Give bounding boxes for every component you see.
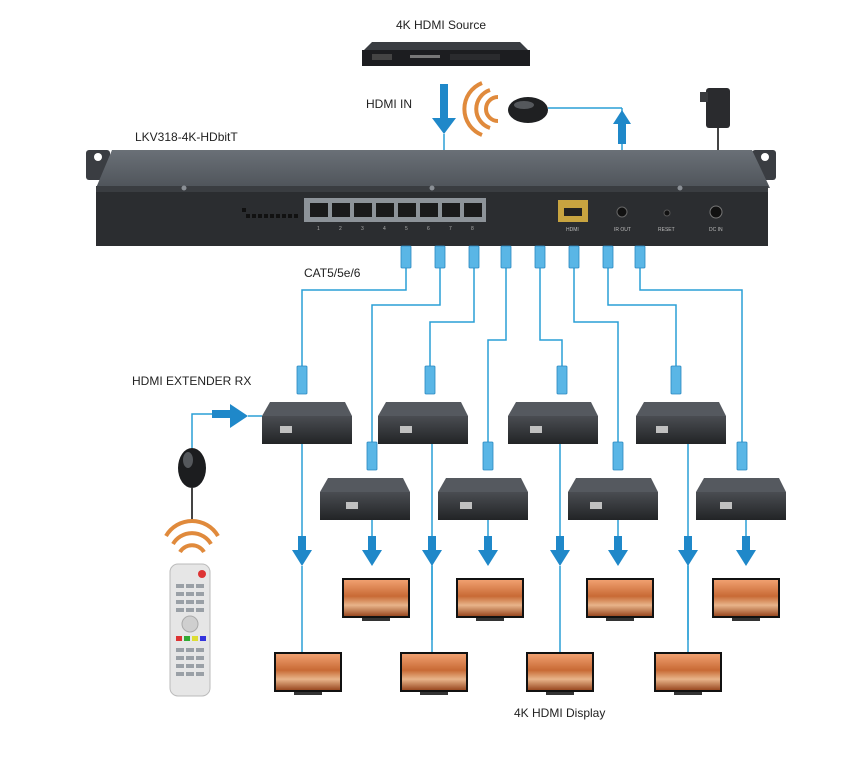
cable-connectors-top <box>400 245 646 269</box>
display-upper-4 <box>456 578 524 621</box>
display-upper-2 <box>342 578 410 621</box>
port-number-3: 3 <box>361 226 364 232</box>
ir-receiver-arrow <box>191 404 262 448</box>
rj45-port-block <box>304 198 486 222</box>
ir-out-label: IR OUT <box>614 227 631 233</box>
display-lines <box>301 566 689 652</box>
receiver-6 <box>568 478 658 540</box>
remote-control <box>169 563 211 697</box>
display-arrows <box>292 536 756 566</box>
source-label: 4K HDMI Source <box>396 18 487 32</box>
ir-out-jack <box>616 206 628 218</box>
receiver-1 <box>262 402 352 540</box>
display-label: 4K HDMI Display <box>514 706 606 720</box>
display-lower-1 <box>274 652 342 695</box>
receiver-3 <box>378 402 468 640</box>
ir-receiver-eye <box>178 448 206 520</box>
cable-connectors-rx <box>296 365 748 471</box>
dc-in-jack <box>709 205 723 219</box>
status-leds <box>242 208 298 218</box>
port-number-8: 8 <box>471 226 474 232</box>
cat-cables <box>301 268 743 445</box>
receiver-4 <box>438 478 528 540</box>
receiver-label: HDMI EXTENDER RX <box>132 374 252 388</box>
hdmi-port <box>558 200 588 222</box>
cable-label: CAT5/5e/6 <box>304 266 361 280</box>
model-label: LKV318-4K-HDbitT <box>135 130 238 144</box>
ir-emitter-device <box>508 97 622 123</box>
port-number-1: 1 <box>317 226 320 232</box>
port-number-labels: 1 2 3 4 5 6 7 8 <box>317 226 474 232</box>
receiver-8 <box>696 478 786 540</box>
reset-label: RESET <box>658 227 675 233</box>
display-upper-6 <box>586 578 654 621</box>
port-number-2: 2 <box>339 226 342 232</box>
port-number-6: 6 <box>427 226 430 232</box>
receiver-7 <box>636 402 726 640</box>
port-number-7: 7 <box>449 226 452 232</box>
hdmi-source-player <box>362 42 530 66</box>
hdmi-in-label: HDMI IN <box>366 97 412 111</box>
display-lower-7 <box>654 652 722 695</box>
display-lower-5 <box>526 652 594 695</box>
receiver-2 <box>320 478 410 540</box>
ir-waves-bottom <box>164 518 220 554</box>
hdmi-port-label: HDMI <box>566 227 579 233</box>
port-number-5: 5 <box>405 226 408 232</box>
display-lower-3 <box>400 652 468 695</box>
dc-in-label: DC IN <box>709 227 723 233</box>
main-switch-unit: 1 2 3 4 5 6 7 8 HDMI IR OUT RESET DC IN <box>86 150 776 246</box>
receiver-5 <box>508 402 598 540</box>
port-number-4: 4 <box>383 226 386 232</box>
reset-button <box>663 209 671 217</box>
ir-waves-top <box>462 81 499 137</box>
hdmi-in-arrow <box>432 84 456 150</box>
display-upper-8 <box>712 578 780 621</box>
